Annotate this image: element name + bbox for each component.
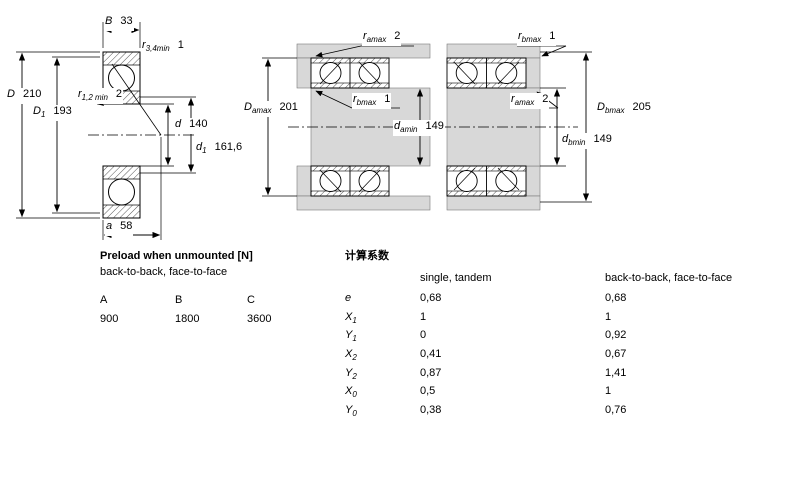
dim-label-rbmax-fig3: rbmax 1 — [517, 30, 557, 47]
factor-symbol-Y2: Y2 — [345, 366, 357, 381]
dim-symbol: ramax — [511, 93, 535, 108]
dim-value: 1 — [177, 39, 184, 51]
factor-value-paired: 1 — [605, 310, 612, 323]
factor-symbol-e: e — [345, 292, 352, 304]
dim-symbol: rbmax — [353, 93, 377, 108]
dim-value: 2 — [542, 93, 549, 105]
preload-value-A: 900 — [100, 313, 119, 325]
preload-subtitle: back-to-back, face-to-face — [100, 266, 228, 278]
dim-value: 2 — [394, 30, 401, 42]
factor-symbol-X2: X2 — [345, 348, 357, 363]
fig-face-to-face — [440, 43, 592, 211]
dim-symbol: B — [105, 15, 113, 27]
dim-symbol: rbmax — [518, 30, 542, 45]
col-header-single-tandem: single, tandem — [420, 271, 492, 284]
factor-symbol-X1: X1 — [345, 310, 357, 325]
factor-symbol-Y0: Y0 — [345, 404, 357, 419]
dim-label-d: d 140 — [174, 118, 209, 135]
dim-symbol: D — [7, 88, 15, 100]
preload-title: Preload when unmounted [N] — [100, 250, 253, 262]
dim-value: 1 — [549, 30, 556, 42]
dim-label-ramax-fig2: ramax 2 — [362, 30, 402, 47]
dim-value: 201 — [279, 101, 298, 113]
col-header-back-to-back: back-to-back, face-to-face — [605, 271, 733, 284]
dim-label-damin: damin 149 — [393, 120, 445, 137]
dim-symbol: Dbmax — [597, 101, 625, 116]
calculation-factors-section: 计算系数 single, tandem back-to-back, face-t… — [345, 250, 732, 421]
dim-symbol: damin — [394, 120, 418, 135]
factor-value-single: 0,38 — [420, 404, 442, 417]
dim-label-d1: d1 161,6 — [195, 141, 244, 158]
dim-value: 210 — [22, 88, 42, 100]
dim-label-Dbmax: Dbmax 205 — [596, 101, 652, 118]
factor-value-paired: 0,76 — [605, 404, 627, 417]
dim-value: 2 — [115, 88, 123, 100]
factor-value-paired: 1,41 — [605, 366, 627, 379]
factors-title: 计算系数 — [345, 250, 389, 262]
preload-header-B: B — [175, 294, 183, 306]
dim-label-r12min: r1,2 min 2 — [77, 88, 124, 105]
dim-symbol: Damax — [244, 101, 272, 116]
factor-symbol-Y1: Y1 — [345, 329, 357, 344]
dim-value: 1 — [384, 93, 391, 105]
dim-label-r34min: r3,4min 1 — [141, 39, 185, 56]
dim-value: 140 — [189, 118, 208, 130]
factor-value-paired: 0,67 — [605, 348, 627, 361]
factor-value-paired: 0,68 — [605, 292, 627, 304]
dim-symbol: r1,2 min — [78, 88, 108, 103]
factor-value-single: 0 — [420, 329, 427, 342]
dim-symbol: d1 — [196, 141, 207, 156]
factor-value-paired: 1 — [605, 385, 612, 398]
dim-value: 33 — [120, 15, 133, 27]
dim-label-D1: D1 193 — [32, 105, 73, 122]
preload-header-A: A — [100, 294, 108, 306]
factor-value-single: 1 — [420, 310, 427, 323]
dim-symbol: a — [106, 220, 113, 232]
dim-label-ramax-fig3: ramax 2 — [510, 93, 550, 110]
dim-label-dbmin: dbmin 149 — [561, 133, 613, 150]
spacer-cell — [345, 270, 420, 291]
factor-value-single: 0,5 — [420, 385, 436, 398]
preload-section: Preload when unmounted [N] back-to-back,… — [100, 250, 271, 326]
factor-value-single: 0,41 — [420, 348, 442, 361]
dim-label-a: a 58 — [105, 220, 134, 237]
dim-value: 149 — [593, 133, 612, 145]
factor-value-paired: 0,92 — [605, 329, 627, 342]
fig-single-bearing — [16, 22, 196, 240]
dim-value: 58 — [120, 220, 133, 232]
dim-symbol: r3,4min — [142, 39, 170, 54]
dim-value: 149 — [425, 120, 444, 132]
preload-value-B: 1800 — [175, 313, 200, 325]
preload-header-C: C — [247, 294, 255, 306]
dim-label-rbmax-fig2: rbmax 1 — [352, 93, 392, 110]
factor-symbol-X0: X0 — [345, 385, 357, 400]
factors-table: single, tandem back-to-back, face-to-fac… — [345, 270, 732, 421]
dim-symbol: d — [175, 118, 182, 130]
factor-value-single: 0,68 — [420, 292, 442, 304]
preload-value-C: 3600 — [247, 313, 272, 325]
dim-symbol: ramax — [363, 30, 387, 45]
dim-symbol: dbmin — [562, 133, 586, 148]
dim-value: 161,6 — [214, 141, 243, 153]
dim-value: 193 — [53, 105, 72, 117]
dim-symbol: D1 — [33, 105, 46, 120]
dim-label-D: D 210 — [6, 88, 43, 105]
dim-label-Damax: Damax 201 — [243, 101, 299, 118]
factor-value-single: 0,87 — [420, 366, 442, 379]
dim-label-B: B 33 — [104, 15, 134, 32]
preload-table: A B C 900 1800 3600 — [100, 294, 271, 326]
dim-value: 205 — [632, 101, 651, 113]
